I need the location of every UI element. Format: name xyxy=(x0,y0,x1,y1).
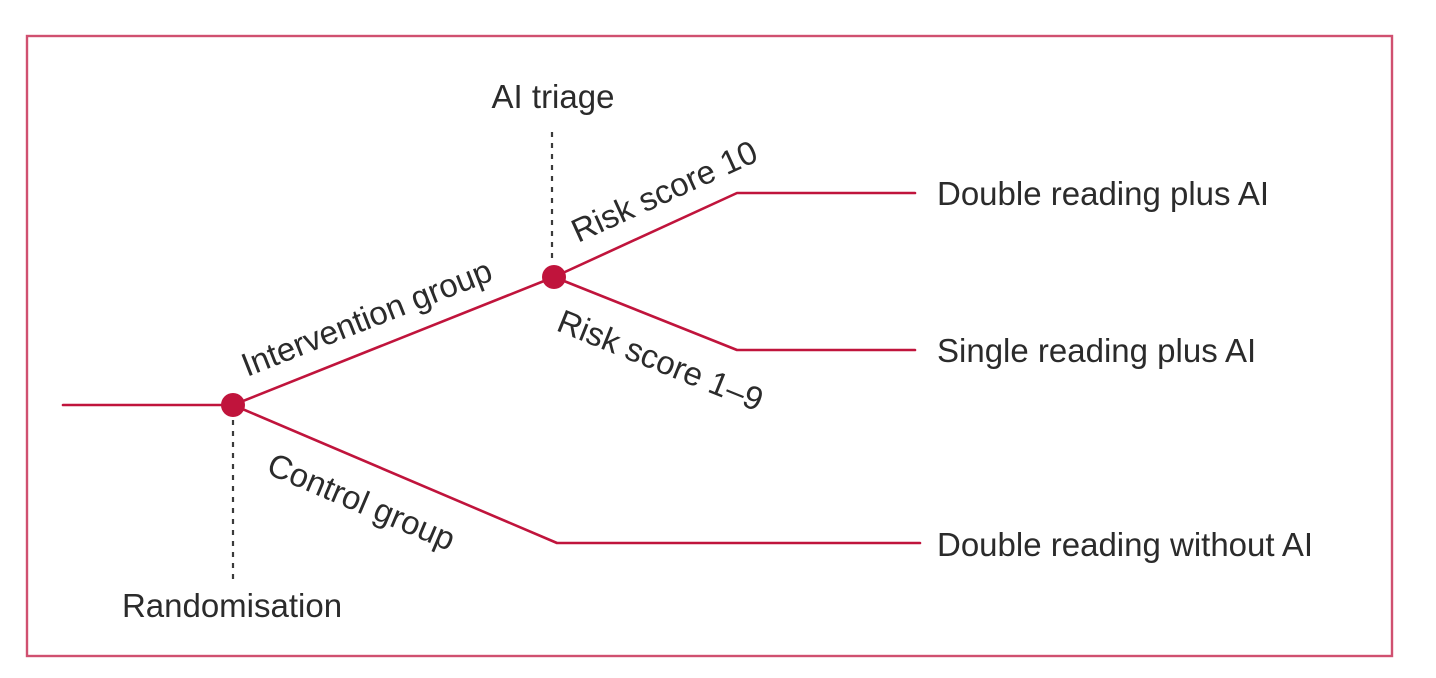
randomisation-node xyxy=(221,393,245,417)
control-group-label: Control group xyxy=(262,445,461,557)
outcome-double-reading-without-ai: Double reading without AI xyxy=(937,526,1313,563)
control-branch xyxy=(231,403,922,545)
ai-triage-label: AI triage xyxy=(492,78,615,115)
high-risk-branch xyxy=(552,191,917,279)
outcome-single-reading-plus-ai: Single reading plus AI xyxy=(937,332,1256,369)
risk-score-high-label: Risk score 10 xyxy=(566,133,763,250)
randomisation-label: Randomisation xyxy=(122,587,342,624)
outcome-double-reading-plus-ai: Double reading plus AI xyxy=(937,175,1269,212)
ai-triage-node xyxy=(542,265,566,289)
intervention-group-label: Intervention group xyxy=(236,252,497,384)
diagram-frame xyxy=(25,34,1394,658)
intervention-branch xyxy=(231,275,556,407)
low-risk-branch xyxy=(552,275,917,352)
